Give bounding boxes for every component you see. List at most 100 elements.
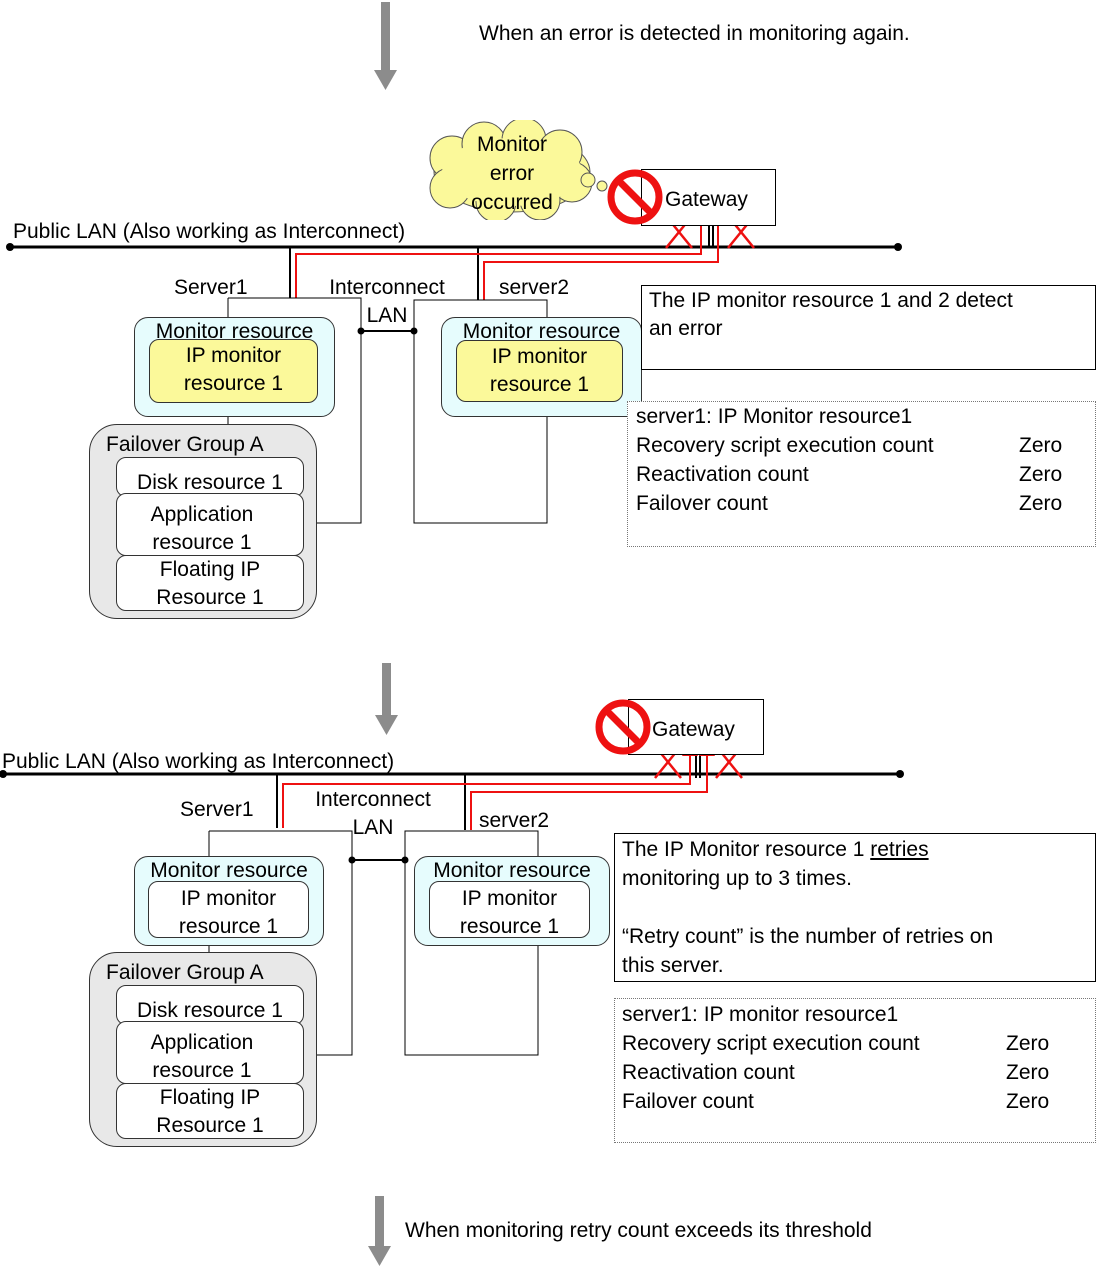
ip-monitor-label-line: IP monitor xyxy=(185,344,282,367)
resource-label-line: resource 1 xyxy=(152,1059,252,1082)
disk-resource[interactable] xyxy=(116,985,304,1025)
resource-label-line: Application xyxy=(150,1031,254,1054)
flow-arrow-top xyxy=(374,2,397,90)
application-resource-label: Application resource 1 xyxy=(108,1029,296,1085)
floating-ip-resource[interactable] xyxy=(116,555,304,611)
count-label: Recovery script execution count xyxy=(622,1032,920,1055)
note-line: “Retry count” is the number of retries o… xyxy=(622,925,994,948)
ip-monitor-label-line: IP monitor xyxy=(180,887,277,910)
count-label: Reactivation count xyxy=(636,463,809,486)
interconnect-label-line: Interconnect xyxy=(315,788,431,811)
resource-label-line: Resource 1 xyxy=(156,586,264,609)
application-resource[interactable] xyxy=(116,1021,304,1084)
failover-group-title: Failover Group A xyxy=(106,961,264,984)
disk-resource-label: Disk resource 1 xyxy=(137,471,283,494)
count-value: Zero xyxy=(1006,1061,1050,1084)
count-label: Failover count xyxy=(636,492,768,515)
count-value: Zero xyxy=(1019,463,1063,486)
interconnect-label-line: LAN xyxy=(352,816,394,839)
ping-path-server2-2 xyxy=(470,740,715,830)
note-line: this server. xyxy=(622,954,724,977)
count-value: Zero xyxy=(1006,1090,1050,1113)
interconnect-label-line: LAN xyxy=(366,304,408,327)
counts-title: server1: IP Monitor resource1 xyxy=(636,405,913,428)
server1-outline-2 xyxy=(209,830,353,1056)
ip-monitor-label: IP monitor resource 1 xyxy=(456,343,623,399)
cloud-line: Monitor xyxy=(476,133,548,156)
step-caption-retry-exceeds: When monitoring retry count exceeds its … xyxy=(405,1219,872,1242)
application-resource-label: Application resource 1 xyxy=(108,501,296,557)
monitor-resource-title: Monitor resource xyxy=(433,859,591,882)
note-line: The IP monitor resource 1 and 2 detect xyxy=(649,289,1013,312)
monitor-resource-title: Monitor resource xyxy=(155,320,314,343)
prohibited-icon xyxy=(607,169,663,225)
resource-label-line: Application xyxy=(150,503,254,526)
step-caption-error-detected: When an error is detected in monitoring … xyxy=(479,22,910,45)
floating-ip-resource[interactable] xyxy=(116,1083,304,1139)
server2-label: server2 xyxy=(499,276,570,299)
resource-label-line: Floating IP xyxy=(159,558,261,581)
lan-endpoint-left-1 xyxy=(6,243,14,251)
gateway-label: Gateway xyxy=(652,718,735,741)
gateway-box xyxy=(641,169,776,226)
cloud-line: occurred xyxy=(471,191,553,214)
flow-arrow-middle xyxy=(375,663,398,735)
ip-monitor-label: IP monitor resource 1 xyxy=(149,342,318,398)
count-value: Zero xyxy=(1019,434,1063,457)
interconnect-label: Interconnect LAN xyxy=(298,786,448,842)
note-line: an error xyxy=(649,317,723,340)
ping-path-server2-1 xyxy=(483,210,726,300)
count-value: Zero xyxy=(1019,492,1063,515)
server2-label: server2 xyxy=(479,809,550,832)
resource-label-line: Floating IP xyxy=(159,1086,261,1109)
flow-arrow-bottom xyxy=(368,1196,391,1266)
note-text: The IP Monitor resource 1 retries monito… xyxy=(622,835,993,980)
ip-monitor-resource-server2[interactable] xyxy=(429,881,590,938)
public-lan-label: Public LAN (Also working as Interconnect… xyxy=(2,750,395,773)
count-label: Recovery script execution count xyxy=(636,434,934,457)
lan-endpoint-right-1 xyxy=(894,243,902,251)
ip-monitor-resource-server2[interactable] xyxy=(456,340,623,402)
note-line: The IP Monitor resource 1 retries xyxy=(622,835,993,864)
thought-cloud-icon xyxy=(429,120,608,220)
note-text-underlined: retries xyxy=(870,838,929,861)
ping-path-server1-2 xyxy=(282,740,698,828)
monitor-resource-title: Monitor resource xyxy=(462,320,621,343)
cloud-text: Monitor error occurred xyxy=(452,130,572,217)
server1-label: Server1 xyxy=(180,798,254,821)
ip-monitor-resource-server1[interactable] xyxy=(148,881,309,938)
ip-monitor-label-line: resource 1 xyxy=(459,915,560,938)
prohibited-icon xyxy=(595,699,651,755)
ping-path-server1-1 xyxy=(295,210,709,298)
resource-label-line: Resource 1 xyxy=(156,1114,264,1137)
count-value: Zero xyxy=(1006,1032,1050,1055)
note-line: monitoring up to 3 times. xyxy=(622,867,852,890)
count-label: Reactivation count xyxy=(622,1061,795,1084)
ip-monitor-label: IP monitor resource 1 xyxy=(148,885,309,941)
ip-monitor-label-line: resource 1 xyxy=(489,373,590,396)
counts-box-server1 xyxy=(614,998,1096,1143)
note-box-retries xyxy=(614,833,1096,982)
application-resource[interactable] xyxy=(116,493,304,556)
server1-outline-1 xyxy=(228,297,362,524)
count-label: Failover count xyxy=(622,1090,754,1113)
floating-ip-resource-label: Floating IP Resource 1 xyxy=(116,1084,304,1140)
counts-box-server1 xyxy=(627,401,1096,547)
server1-label: Server1 xyxy=(174,276,248,299)
failover-group-title: Failover Group A xyxy=(106,433,264,456)
cloud-line: error xyxy=(489,162,535,185)
disk-resource-label: Disk resource 1 xyxy=(137,999,283,1022)
ip-monitor-label-line: resource 1 xyxy=(183,372,284,395)
ip-monitor-label-line: resource 1 xyxy=(178,915,279,938)
public-lan-label: Public LAN (Also working as Interconnect… xyxy=(13,220,406,243)
gateway-box xyxy=(628,699,764,755)
monitor-resource-title: Monitor resource xyxy=(150,859,308,882)
interconnect-label-line: Interconnect xyxy=(329,276,445,299)
gateway-label: Gateway xyxy=(665,188,748,211)
note-text-prefix: The IP Monitor resource 1 xyxy=(622,838,871,861)
ip-monitor-resource-server1[interactable] xyxy=(149,339,318,403)
ip-monitor-label: IP monitor resource 1 xyxy=(429,885,590,941)
note-box-error-detected xyxy=(641,285,1096,370)
ip-monitor-label-line: IP monitor xyxy=(461,887,558,910)
